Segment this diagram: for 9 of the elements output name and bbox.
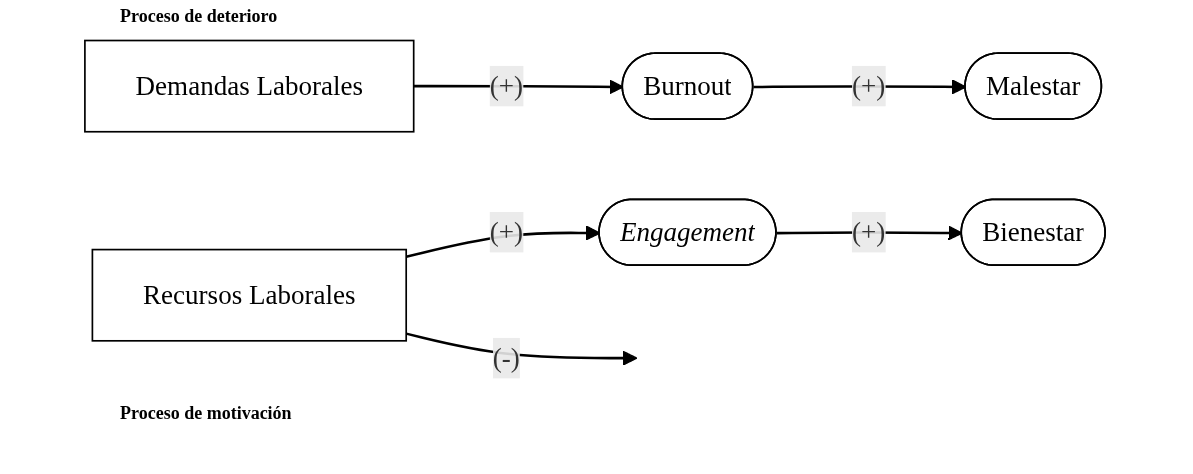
edge-label: (+): [489, 217, 523, 246]
edge-label: (+): [851, 217, 886, 246]
section-heading: Proceso de motivación: [120, 403, 293, 424]
node-box: Demandas Laborales: [84, 39, 415, 133]
section-heading: Proceso de deterioro: [120, 6, 279, 27]
edge-label: (-): [492, 342, 520, 372]
edge-label: (+): [851, 70, 886, 100]
node-box: Recursos Laborales: [91, 248, 408, 342]
edge-label: (+): [489, 70, 523, 100]
